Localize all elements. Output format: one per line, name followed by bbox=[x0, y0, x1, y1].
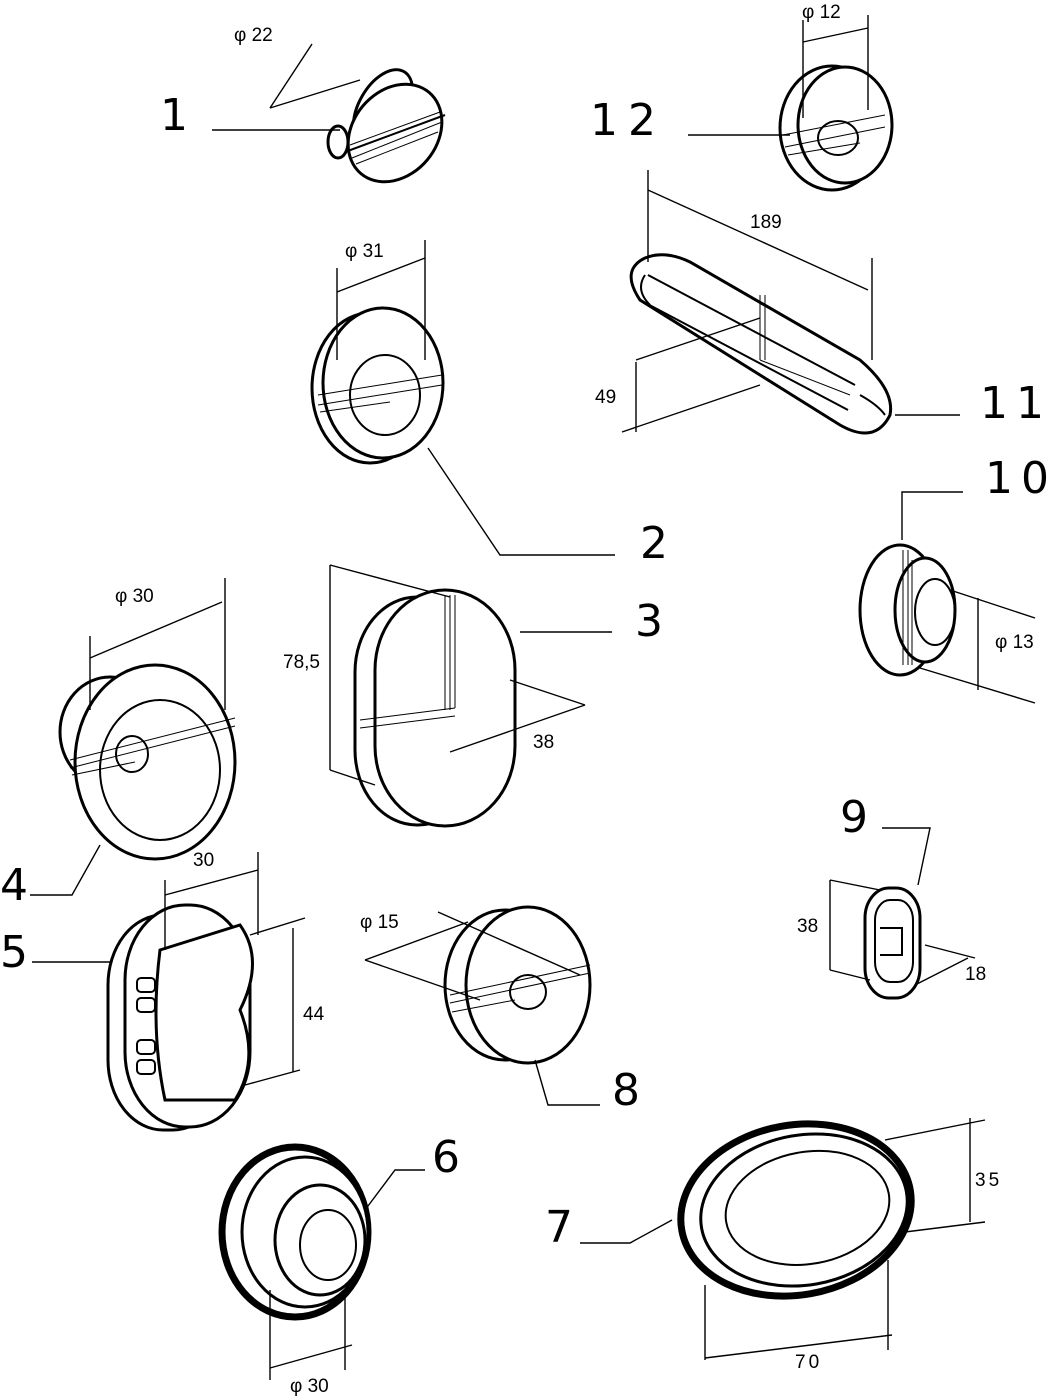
part-7-number: 7 bbox=[545, 1202, 573, 1253]
part-7: 7 35 70 bbox=[545, 1118, 1002, 1373]
part-3-height: 78,5 bbox=[283, 652, 320, 673]
part-12-number: 12 bbox=[590, 95, 666, 146]
part-9-number: 9 bbox=[840, 792, 868, 843]
part-10-diameter: φ 13 bbox=[995, 632, 1034, 653]
part-1: 1 φ 22 bbox=[160, 25, 446, 184]
part-11-length: 189 bbox=[750, 212, 782, 233]
part-1-number: 1 bbox=[160, 90, 188, 141]
part-3: 3 78,5 38 bbox=[283, 564, 663, 828]
part-3-width: 38 bbox=[533, 732, 554, 753]
part-11: 11 189 49 bbox=[595, 170, 1048, 435]
part-8-diameter: φ 15 bbox=[360, 912, 399, 933]
part-2-number: 2 bbox=[640, 518, 668, 569]
part-6-diameter: φ 30 bbox=[290, 1376, 329, 1397]
part-6-number: 6 bbox=[432, 1132, 460, 1183]
part-8-number: 8 bbox=[612, 1065, 640, 1116]
part-1-diameter: φ 22 bbox=[234, 25, 273, 46]
part-5-number: 5 bbox=[0, 927, 28, 978]
part-4-diameter: φ 30 bbox=[115, 586, 154, 607]
part-7-length: 70 bbox=[795, 1352, 822, 1373]
part-2: 2 φ 31 bbox=[310, 240, 668, 569]
part-12-diameter: φ 12 bbox=[802, 2, 841, 23]
part-5-height: 44 bbox=[303, 1004, 325, 1025]
part-9-height: 38 bbox=[797, 916, 818, 937]
part-9: 9 38 18 bbox=[797, 792, 986, 1000]
part-11-height: 49 bbox=[595, 387, 616, 408]
part-7-height: 35 bbox=[975, 1170, 1002, 1191]
part-2-diameter: φ 31 bbox=[345, 241, 384, 262]
part-10-number: 10 bbox=[985, 453, 1048, 504]
part-12: 12 φ 12 bbox=[590, 2, 894, 192]
part-8: 8 φ 15 bbox=[360, 905, 640, 1116]
part-10: 10 φ 13 bbox=[858, 453, 1048, 704]
part-9-width: 18 bbox=[965, 964, 986, 985]
part-6: 6 φ 30 bbox=[218, 1132, 460, 1397]
part-5-width: 30 bbox=[193, 850, 214, 871]
part-5: 5 30 44 bbox=[0, 850, 325, 1132]
part-3-number: 3 bbox=[635, 596, 663, 647]
part-4: 4 φ 30 bbox=[0, 578, 237, 911]
part-4-number: 4 bbox=[0, 860, 28, 911]
part-11-number: 11 bbox=[980, 378, 1048, 429]
